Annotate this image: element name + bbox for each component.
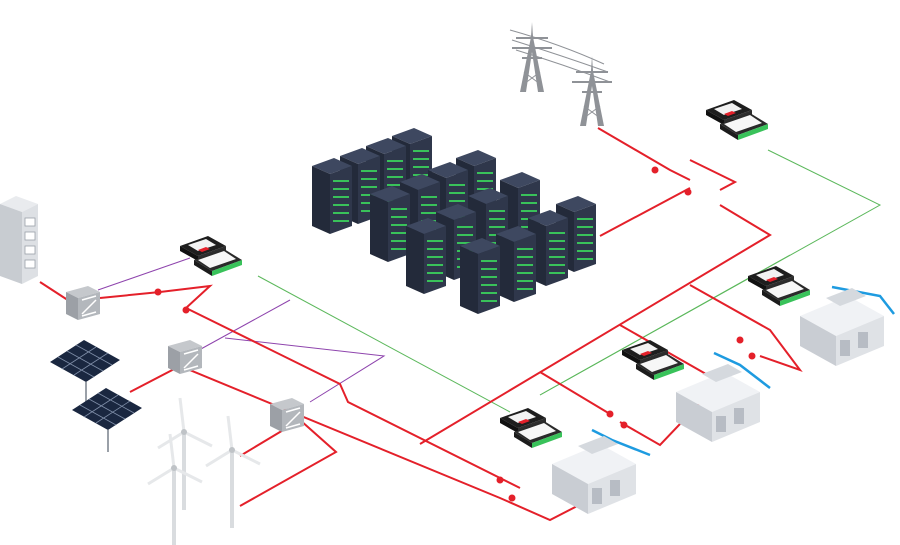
wind-turbine-icon	[156, 396, 214, 512]
server-rack-icon	[460, 238, 500, 314]
comm-lines	[97, 149, 882, 413]
utility-grid	[509, 21, 613, 127]
server-rack-icon	[406, 218, 446, 294]
switch-node	[684, 188, 692, 196]
server-rack-icon	[312, 158, 352, 234]
switch-node	[496, 476, 504, 484]
switch-node	[508, 494, 516, 502]
comm-line-green-a	[257, 275, 511, 413]
comm-line-purple-a	[97, 257, 191, 291]
switch-node	[651, 166, 659, 174]
switch-node	[748, 352, 756, 360]
cooling-line-1	[591, 428, 651, 457]
switch-node	[154, 288, 162, 296]
controller-icon	[180, 236, 242, 276]
cooling-line-2	[713, 351, 771, 389]
power-line-wind	[239, 418, 338, 507]
battery-cabinet-icon	[0, 196, 38, 284]
comm-line-purple-c	[189, 299, 291, 356]
controller-icon	[622, 340, 684, 380]
generator-icon	[676, 364, 760, 442]
inverter-icon	[269, 397, 305, 433]
inverter-icon	[65, 285, 101, 321]
power-line-grid	[597, 127, 691, 181]
switch-nodes	[154, 166, 756, 502]
controller-icon	[706, 100, 768, 140]
switch-node	[606, 410, 614, 418]
power-line-grid-b	[689, 159, 738, 191]
solar-panel-icon	[71, 387, 143, 453]
comm-line-purple-b	[224, 337, 386, 403]
wind-farm	[146, 396, 262, 545]
power-line-servers	[599, 187, 691, 237]
switch-node	[182, 306, 190, 314]
generator-icon	[552, 436, 636, 514]
generator-icon	[800, 288, 884, 366]
inverter-icon	[167, 339, 203, 375]
wind-turbine-icon	[146, 432, 204, 545]
power-line-main	[419, 204, 772, 445]
server-rack-icon	[370, 186, 410, 262]
server-racks	[312, 128, 596, 314]
power-line-gen1	[539, 371, 611, 415]
power-line-gen3	[689, 284, 803, 373]
switch-node	[620, 421, 628, 429]
wind-turbine-icon	[204, 414, 262, 530]
switch-node	[736, 336, 744, 344]
controller-icon	[748, 266, 810, 306]
solar-array	[49, 339, 143, 453]
power-line-left-bus	[99, 284, 521, 489]
controller-icon	[500, 408, 562, 448]
server-rack-icon	[496, 226, 536, 302]
gensets	[552, 288, 884, 514]
